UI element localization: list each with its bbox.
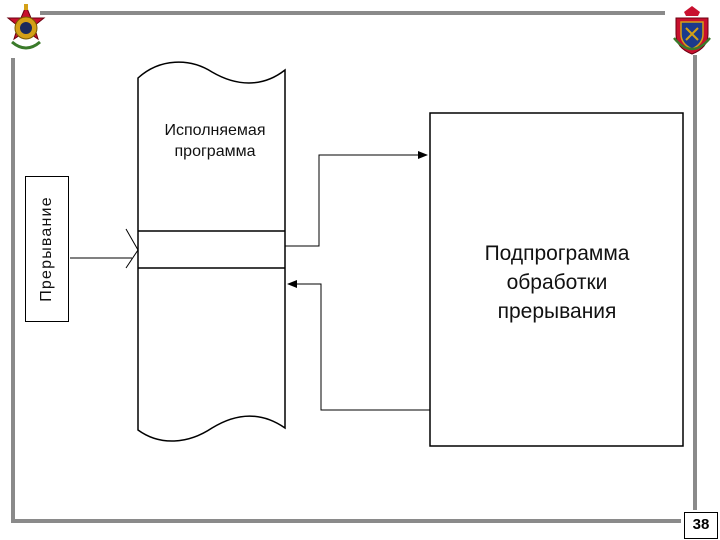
program-label-line-1: Исполняемая: [164, 122, 266, 139]
handler-label: Подпрограмма обработки прерывания: [432, 239, 682, 326]
handler-label-line-3: прерывания: [497, 300, 617, 323]
program-label: Исполняемая программа: [140, 120, 290, 162]
handler-label-line-2: обработки: [506, 271, 608, 294]
program-label-line-2: программа: [174, 143, 256, 160]
program-tape: [137, 61, 286, 442]
academy-crest-icon: [673, 6, 711, 55]
slide-frame: [11, 11, 697, 523]
handler-label-line-1: Подпрограмма: [484, 242, 630, 265]
interrupt-label-box: [25, 176, 69, 322]
page-number: 38: [684, 512, 718, 539]
interrupt-label: Прерывание: [38, 196, 55, 302]
return-arrow: [287, 280, 430, 411]
military-crest-icon: [6, 4, 46, 50]
call-arrow: [285, 151, 428, 247]
handler-box: [429, 112, 684, 447]
interrupt-arrow-head: [125, 228, 139, 269]
